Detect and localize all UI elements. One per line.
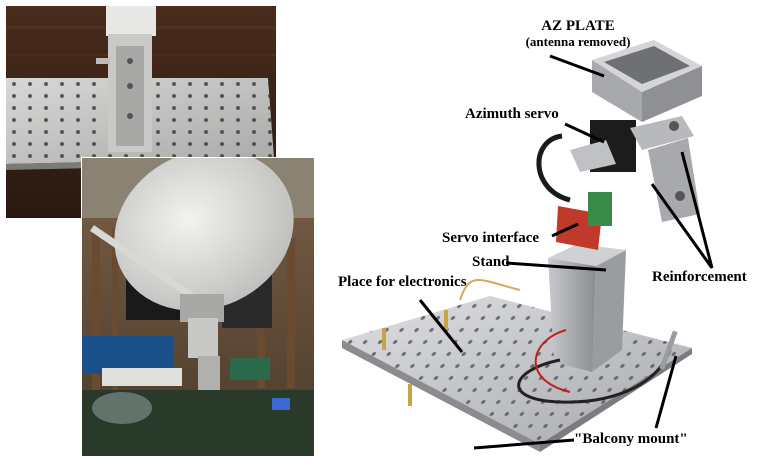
photo-rotator-assembly: [330, 0, 768, 474]
label-az-plate: AZ PLATE (antenna removed): [518, 18, 638, 49]
label-az-plate-note: (antenna removed): [525, 33, 631, 49]
label-reinforcement: Reinforcement: [652, 269, 747, 285]
photo-dish-on-rotator: [82, 158, 314, 456]
label-azimuth-servo: Azimuth servo: [465, 106, 559, 122]
label-servo-interface: Servo interface: [442, 230, 540, 246]
label-balcony-mount: "Balcony mount": [574, 431, 688, 447]
label-place-for-electronics: Place for electronics: [338, 274, 467, 290]
photo-stand-on-plate: [6, 6, 276, 218]
label-az-plate-title: AZ PLATE: [541, 18, 615, 34]
label-stand: Stand: [472, 254, 510, 270]
